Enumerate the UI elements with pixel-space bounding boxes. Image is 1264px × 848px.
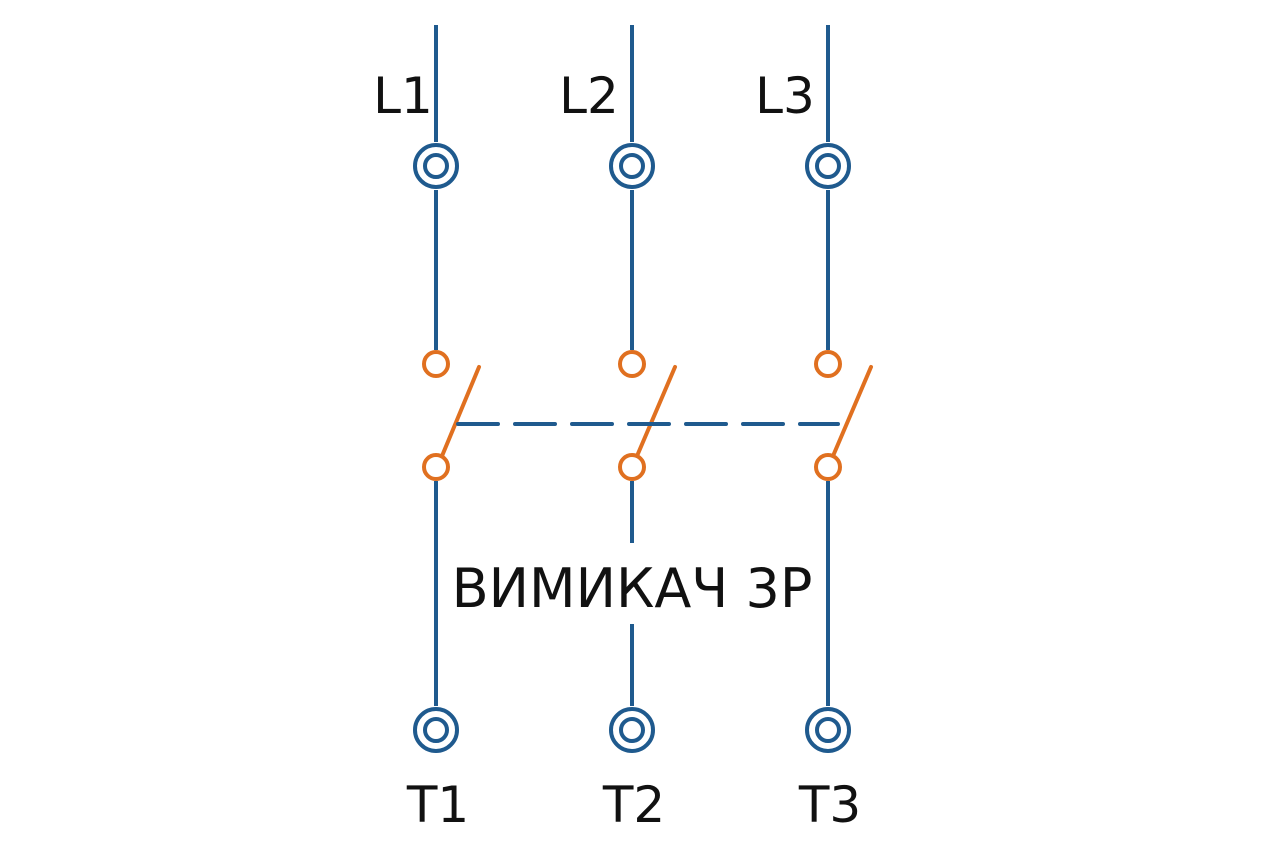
pole-1	[413, 25, 481, 753]
line-label-1: L1	[373, 67, 433, 125]
switch-blade-3	[831, 365, 873, 458]
terminal-top-3-icon	[805, 143, 851, 189]
contact-bottom-3-icon	[814, 453, 842, 481]
line-label-2: L2	[559, 67, 619, 125]
contact-top-1-icon	[422, 350, 450, 378]
terminal-top-1-icon	[413, 143, 459, 189]
load-label-1: T1	[406, 776, 469, 834]
switch-blade-1	[440, 365, 481, 458]
terminal-top-2-icon	[609, 143, 655, 189]
contact-bottom-2-icon	[618, 453, 646, 481]
contact-top-2-icon	[618, 350, 646, 378]
contact-bottom-1-icon	[422, 453, 450, 481]
load-label-3: T3	[798, 776, 861, 834]
terminal-bottom-3-icon	[805, 707, 851, 753]
terminal-bottom-2-icon	[609, 707, 655, 753]
line-label-3: L3	[755, 67, 815, 125]
pole-2	[609, 25, 677, 753]
switch-blade-2	[635, 365, 677, 458]
pole-3	[805, 25, 873, 753]
diagram-title: ВИМИКАЧ 3P	[452, 557, 813, 620]
terminal-bottom-1-icon	[413, 707, 459, 753]
contact-top-3-icon	[814, 350, 842, 378]
load-label-2: T2	[602, 776, 665, 834]
